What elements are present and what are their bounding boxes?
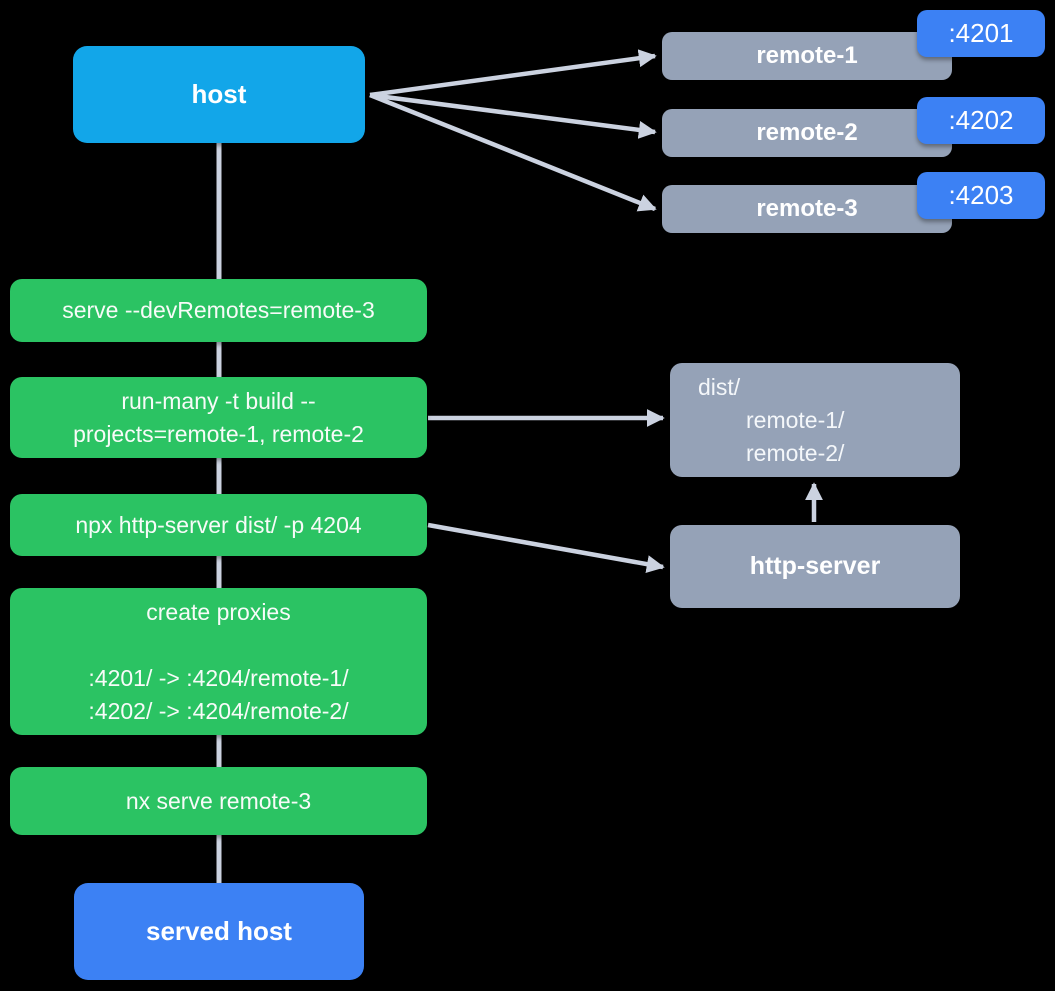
http-server-label: http-server <box>749 552 881 580</box>
step-run-many-build: run-many -t build -- projects=remote-1, … <box>10 377 427 458</box>
served-host-label: served host <box>146 916 292 946</box>
port-4201-label: :4201 <box>948 18 1014 48</box>
remote-1-label: remote-1 <box>756 42 858 69</box>
step-npx-http-server: npx http-server dist/ -p 4204 <box>10 494 427 556</box>
step-nx-serve-remote-3: nx serve remote-3 <box>10 767 427 835</box>
step-run-many-line1: run-many -t build -- <box>121 387 316 414</box>
dist-child-remote-1: remote-1/ <box>746 406 845 433</box>
node-http-server: http-server <box>670 525 960 608</box>
remote-2-label: remote-2 <box>756 119 858 146</box>
proxies-rule-1: :4201/ -> :4204/remote-1/ <box>88 664 349 691</box>
dist-child-remote-2: remote-2/ <box>746 439 845 466</box>
port-badge-4202: :4202 <box>917 97 1045 144</box>
port-badge-4201: :4201 <box>917 10 1045 57</box>
proxies-title: create proxies <box>146 598 291 625</box>
step-serve-label: serve --devRemotes=remote-3 <box>62 297 375 323</box>
step-nx-serve-label: nx serve remote-3 <box>125 787 312 814</box>
node-remote-2: remote-2 <box>662 109 952 157</box>
arrow-http-cmd-to-http-server <box>427 522 665 574</box>
node-dist-folder: dist/ remote-1/ remote-2/ <box>670 363 960 477</box>
arrow-host-to-remote-3 <box>369 92 657 212</box>
node-remote-3: remote-3 <box>662 185 952 233</box>
port-4203-label: :4203 <box>948 180 1014 210</box>
node-served-host: served host <box>74 883 364 980</box>
port-4202-label: :4202 <box>948 105 1014 135</box>
port-badge-4203: :4203 <box>917 172 1045 219</box>
proxies-rule-2: :4202/ -> :4204/remote-2/ <box>88 697 349 724</box>
remote-3-label: remote-3 <box>756 195 858 222</box>
host-label: host <box>191 79 247 109</box>
step-serve-dev-remotes: serve --devRemotes=remote-3 <box>10 279 427 342</box>
arrow-host-to-remote-1 <box>369 49 657 98</box>
step-create-proxies: create proxies :4201/ -> :4204/remote-1/… <box>10 588 427 735</box>
node-remote-1: remote-1 <box>662 32 952 80</box>
step-run-many-line2: projects=remote-1, remote-2 <box>73 420 364 447</box>
arrow-host-to-remote-2 <box>369 92 657 139</box>
step-http-label: npx http-server dist/ -p 4204 <box>75 511 362 538</box>
dist-root-label: dist/ <box>698 373 741 400</box>
node-host: host <box>73 46 365 143</box>
